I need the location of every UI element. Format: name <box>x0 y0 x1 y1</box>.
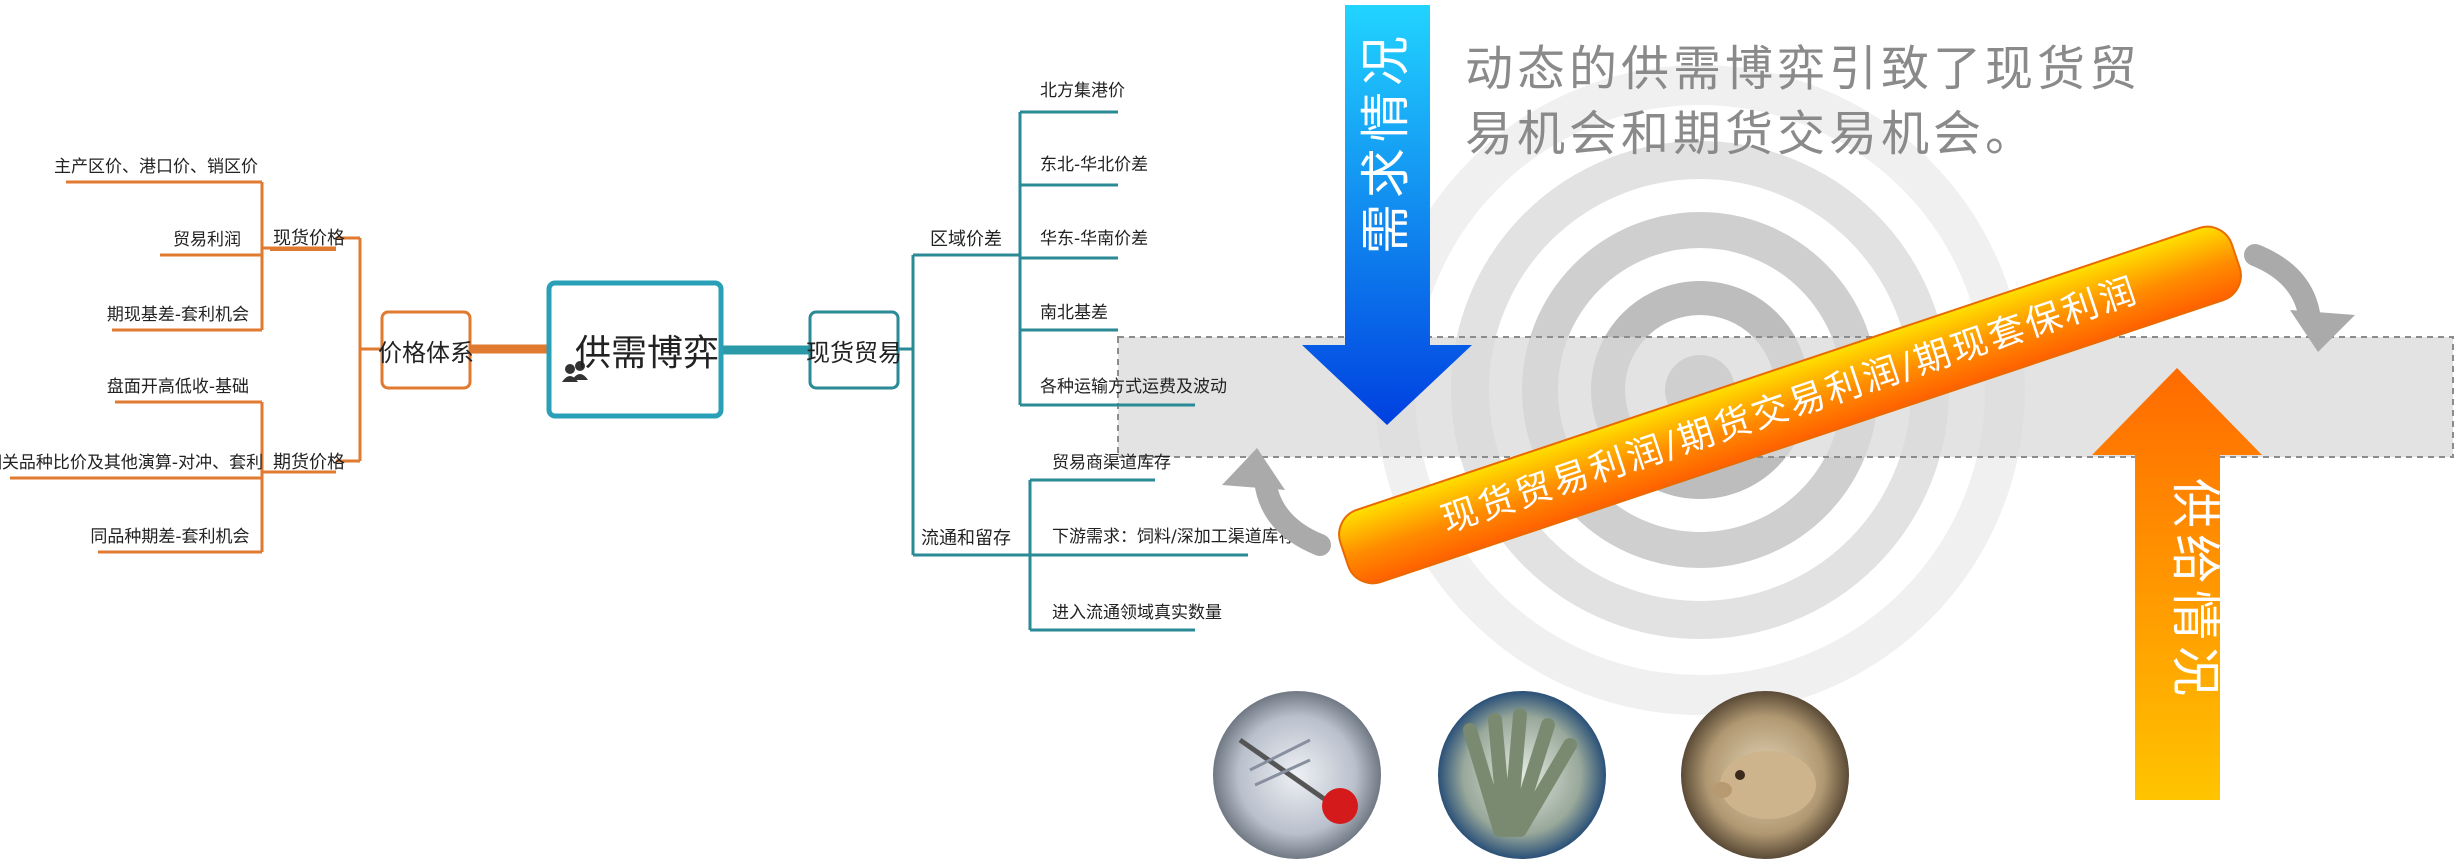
circulation-label: 流通和留存 <box>921 528 1011 549</box>
statement-line-2: 易机会和期货交易机会。 <box>1465 106 2037 162</box>
futures-item-ohlc: 盘面开高低收-基础 <box>107 377 249 397</box>
spot-item-regional-prices: 主产区价、港口价、销区价 <box>54 157 258 177</box>
document-pen-photo <box>1213 691 1381 859</box>
left-branch <box>10 180 548 554</box>
circ-item-trader-inventory: 贸易商渠道库存 <box>1052 453 1171 473</box>
region-item-north-south-basis: 南北基差 <box>1040 303 1108 323</box>
futures-price-label: 期货价格 <box>273 452 345 473</box>
circ-item-real-quantity: 进入流通领域真实数量 <box>1052 603 1222 623</box>
regional-spread-label: 区域价差 <box>930 229 1002 250</box>
region-item-ne-nc-spread: 东北-华北价差 <box>1040 155 1148 175</box>
supply-arrow <box>2092 368 2262 800</box>
futures-item-ratio-hedge: 相关品种比价及其他演算-对冲、套利 <box>0 453 263 473</box>
spot-trade-label: 现货贸易 <box>806 339 902 367</box>
spot-item-basis-arbitrage: 期现基差-套利机会 <box>107 305 249 325</box>
price-system-box <box>380 310 472 390</box>
circ-item-downstream-demand: 下游需求：饲料/深加工渠道库存 <box>1052 527 1296 547</box>
money-fan-photo <box>1438 691 1606 859</box>
center-node-box <box>546 280 724 419</box>
right-branch <box>898 110 1248 632</box>
spot-item-trade-profit: 贸易利润 <box>173 230 241 250</box>
demand-label: 需求情况 <box>1357 30 1415 254</box>
spot-price-label: 现货价格 <box>273 228 345 249</box>
center-node-label: 供需博弈 <box>575 333 719 374</box>
cycle-arrow-right <box>2244 244 2355 352</box>
demand-arrow <box>1302 5 1472 425</box>
region-item-ec-sc-spread: 华东-华南价差 <box>1040 229 1148 249</box>
price-system-label: 价格体系 <box>378 339 474 367</box>
supply-label: 供给情况 <box>2166 478 2224 702</box>
futures-item-spread-arbitrage: 同品种期差-套利机会 <box>90 527 249 547</box>
piggy-bank-photo <box>1681 691 1849 859</box>
cycle-arrow-left <box>1222 448 1331 556</box>
region-item-freight: 各种运输方式运费及波动 <box>1040 377 1227 397</box>
region-item-north-port: 北方集港价 <box>1040 81 1125 101</box>
statement-line-1: 动态的供需博弈引致了现货贸 <box>1465 41 2141 97</box>
people-icon <box>562 361 588 382</box>
